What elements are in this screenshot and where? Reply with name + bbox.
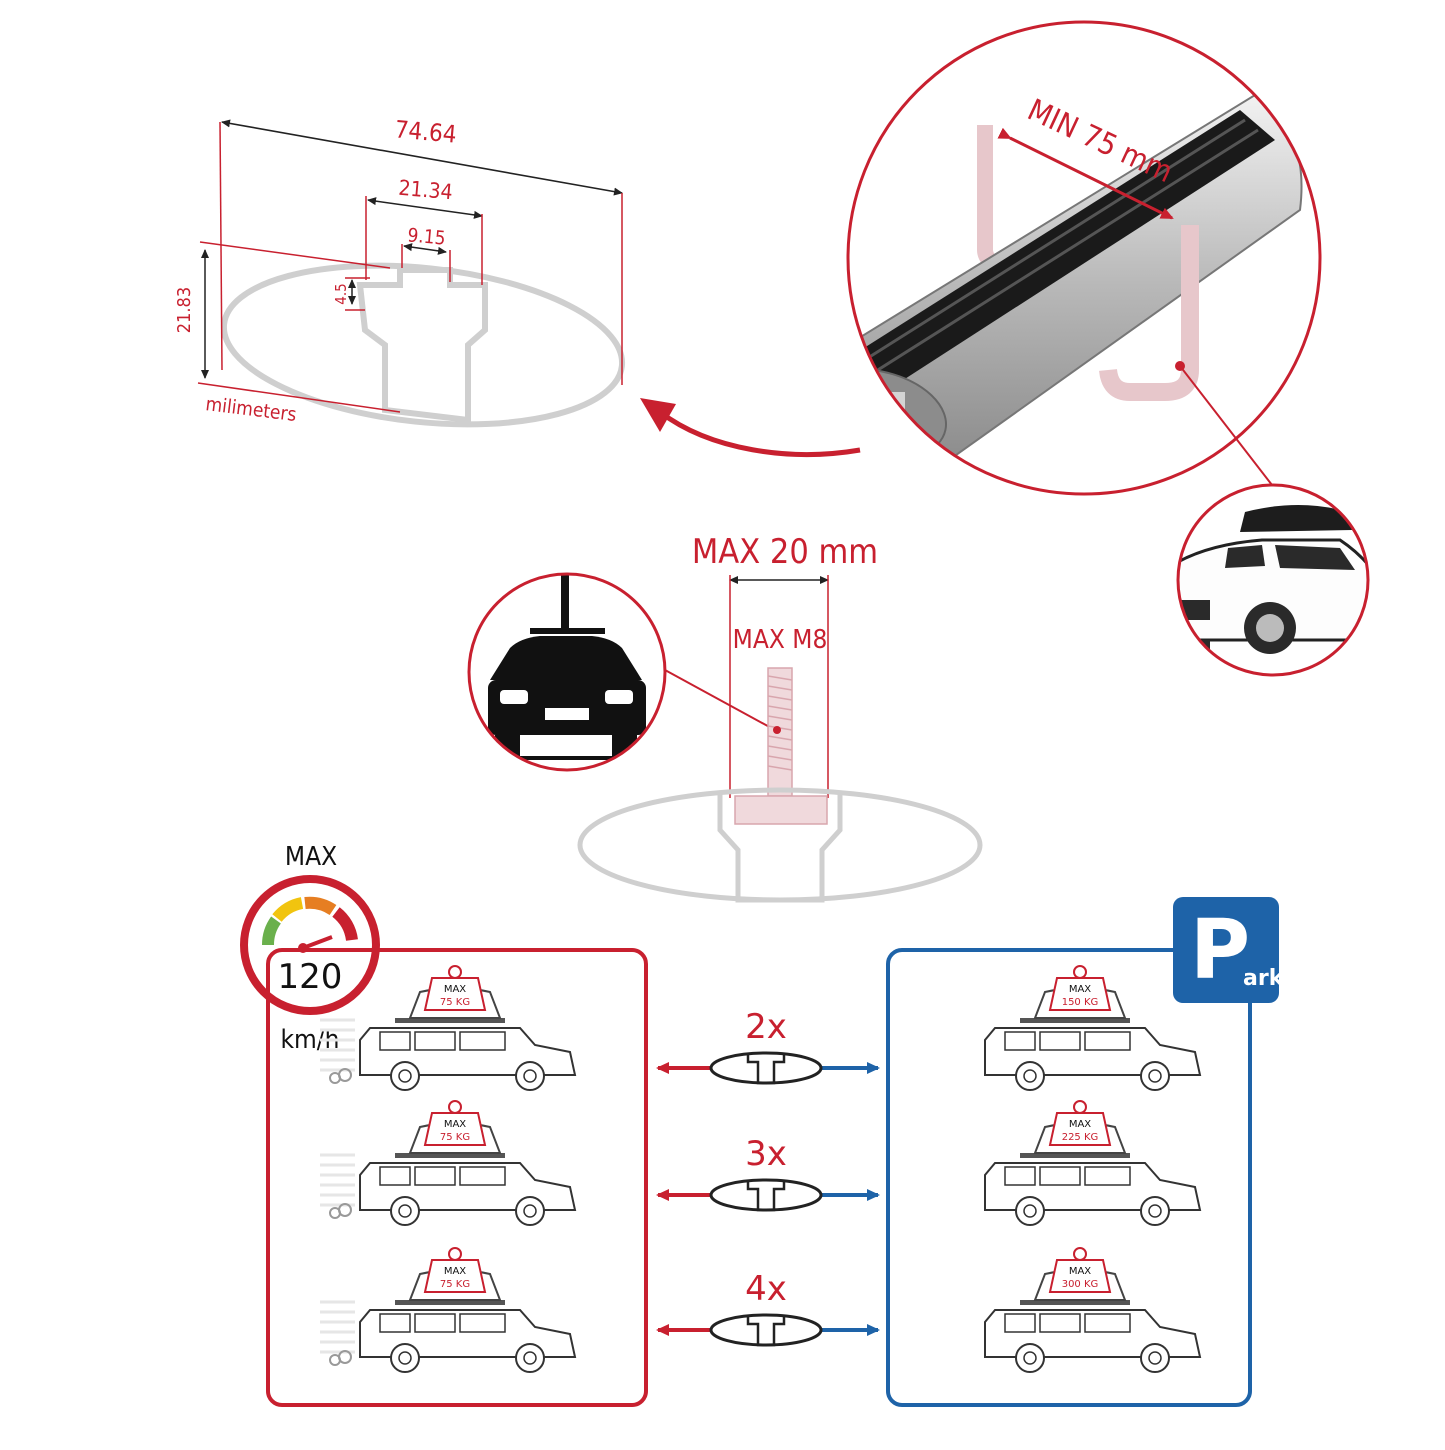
lip-depth-label: 4.5 [332,283,350,304]
weight-kg-label: 75 KG [440,1279,470,1290]
parking-load-panel [886,948,1252,1407]
weight-max-label: MAX [444,1266,466,1277]
parked-car: MAX 300 KG [984,1247,1202,1373]
unit-label: milimeters [204,393,297,426]
bar-count-label: 2x [745,1007,787,1047]
max-width-label: MAX 20 mm [692,532,878,572]
profile-cross-section: 74.64 21.34 9.15 4.5 21.83 milimeters [174,115,626,428]
bar-count-label: 3x [745,1134,787,1174]
height-label: 21.83 [174,287,195,333]
total-width-line [221,119,623,196]
bar-profile-icon [709,1178,823,1212]
bar-profile-icon [709,1313,823,1347]
weight-max-label: MAX [1069,1119,1091,1130]
total-width-label: 74.64 [394,115,458,148]
profile-slot [356,267,488,424]
max-bolt-label: MAX M8 [733,625,828,655]
slot-opening-label: 9.15 [407,224,447,249]
bar-profile-icon [709,1051,823,1085]
weight-kg-label: 75 KG [440,1132,470,1143]
bar-count-label: 4x [745,1269,787,1309]
driving-load-panel [266,948,648,1407]
weight-kg-label: 300 KG [1062,1279,1099,1290]
suv-roofbox-circle [1176,483,1370,677]
weight-kg-label: 75 KG [440,997,470,1008]
bolt-spec: MAX 20 mm MAX M8 [577,532,983,903]
weight-kg-label: 225 KG [1062,1132,1099,1143]
driving-car: MAX 75 KG [320,1247,577,1373]
speed-value: 120 [278,957,343,997]
parking-letter: P [1190,903,1250,998]
load-row: MAX 75 KG MAX 225 KG 3x [320,1100,1202,1226]
load-row: MAX 75 KG MAX 300 KG 4x [320,1247,1202,1373]
weight-max-label: MAX [444,984,466,995]
parked-car: MAX 225 KG [984,1100,1202,1226]
parking-sign: P ark [1173,897,1285,1003]
speed-gauge: MAX 120 km/h [240,842,380,1055]
weight-max-label: MAX [1069,1266,1091,1277]
weight-max-label: MAX [1069,984,1091,995]
gauge-needle [302,935,333,950]
parked-car: MAX 150 KG [984,965,1202,1091]
slot-width-label: 21.34 [398,176,454,205]
parking-suffix: ark [1243,966,1285,991]
bar-closeup: MIN 75 mm [846,20,1322,496]
profile-pointer-arrow [658,410,861,457]
load-row: MAX 75 KG MAX 150 KG 2x [320,965,1202,1091]
driving-car: MAX 75 KG [320,1100,577,1226]
weight-max-label: MAX [444,1119,466,1130]
driving-car: MAX 75 KG [320,965,577,1091]
weight-kg-label: 150 KG [1062,997,1099,1008]
car-bike-circle [467,572,667,772]
speed-max-label: MAX [285,842,337,872]
